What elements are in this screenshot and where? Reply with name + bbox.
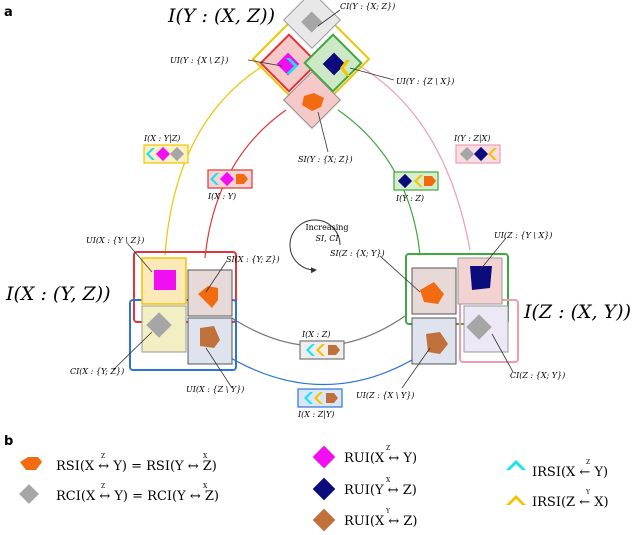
edge-box-xz: I(X : Z) bbox=[299, 330, 345, 360]
center-text-line2: SI, CI bbox=[315, 234, 339, 243]
legend-rui-xz-icon bbox=[312, 508, 336, 532]
arc-green bbox=[337, 109, 421, 256]
legend-rui-yz-over: X bbox=[386, 477, 391, 484]
legend-rsi-icon bbox=[20, 457, 42, 470]
left-rui-brown-icon bbox=[200, 326, 220, 348]
arc-yellow bbox=[164, 63, 267, 256]
label-right-big: I(Z : (X, Y)) bbox=[523, 301, 631, 323]
panel-label-a: a bbox=[4, 5, 13, 20]
top-rci-diamond-icon bbox=[301, 11, 323, 33]
edge-label-xz-given-y: I(X : Z|Y) bbox=[297, 410, 334, 419]
legend-irsi-zx-text: IRSI(Z ← X) bbox=[532, 495, 609, 510]
legend-rsi-over-1: Z bbox=[101, 453, 105, 460]
left-square-group bbox=[129, 251, 237, 371]
left-rsi-icon bbox=[198, 286, 218, 308]
right-square-group bbox=[405, 253, 519, 365]
label-ui-yx: UI(Y : {X \ Z}) bbox=[170, 56, 228, 65]
legend-rsi-text: RSI(X ↔ Y) = RSI(Y ↔ Z) bbox=[56, 459, 217, 474]
label-ui-xz: UI(X : {Z \ Y}) bbox=[186, 385, 244, 394]
left-rci-diamond-icon bbox=[146, 312, 172, 338]
legend-irsi-zx-over: Y bbox=[585, 489, 591, 496]
top-irsi-yellow-icon bbox=[340, 60, 350, 76]
legend-rci-over-2: X bbox=[203, 483, 208, 490]
label-ui-zx: UI(Z : {X \ Y}) bbox=[356, 391, 414, 400]
left-rui-magenta-icon bbox=[154, 270, 176, 290]
legend-irsi-xy-text: IRSI(X ← Y) bbox=[532, 465, 608, 480]
label-ui-yz: UI(Y : {Z \ X}) bbox=[396, 77, 454, 86]
center-text-line1: Increasing bbox=[305, 223, 348, 232]
edge-box-xy: I(X : Y) bbox=[207, 169, 253, 201]
label-si-y: SI(Y : {X; Z}) bbox=[298, 155, 353, 164]
label-si-z: SI(Z : {X; Y}) bbox=[330, 249, 385, 258]
right-rui-brown-icon bbox=[426, 332, 448, 354]
top-irsi-cyan-icon bbox=[286, 58, 298, 74]
edge-label-xy-given-z: I(X : Y|Z) bbox=[143, 134, 180, 143]
edge-label-yz-given-x: I(Y : Z|X) bbox=[453, 134, 490, 143]
edge-box-xz-given-y: I(X : Z|Y) bbox=[297, 388, 343, 419]
edge-label-yz: I(Y : Z) bbox=[395, 194, 424, 203]
right-rci-diamond-icon bbox=[466, 314, 492, 340]
legend-rci-text: RCI(X ↔ Y) = RCI(Y ↔ Z) bbox=[56, 489, 219, 504]
right-green-frame bbox=[405, 253, 509, 325]
legend-rui-xy-text: RUI(X ↔ Y) bbox=[344, 451, 417, 466]
right-rsi-icon bbox=[420, 282, 444, 304]
top-rsi-icon bbox=[302, 93, 324, 111]
legend-rui-xz-text: RUI(X ↔ Z) bbox=[344, 514, 417, 529]
label-left-big: I(X : (Y, Z)) bbox=[5, 283, 111, 305]
rotation-arrow-icon bbox=[289, 219, 341, 274]
edge-box-yz-given-x: I(Y : Z|X) bbox=[453, 134, 501, 164]
label-top-big: I(Y : (X, Z)) bbox=[167, 5, 275, 27]
legend-rui-yz-text: RUI(Y ↔ Z) bbox=[344, 483, 417, 498]
edge-box-xy-given-z: I(X : Y|Z) bbox=[143, 134, 189, 164]
leader-lines bbox=[112, 9, 514, 389]
legend-rui-yz-icon bbox=[312, 477, 336, 501]
label-ci-x: CI(X : {Y; Z}) bbox=[70, 367, 124, 376]
edge-label-xy: I(X : Y) bbox=[207, 192, 236, 201]
right-rui-navy-icon bbox=[470, 266, 492, 290]
legend-rci-over-1: Z bbox=[101, 483, 105, 490]
legend-irsi-zx-icon bbox=[506, 495, 526, 505]
legend: RSI(X ↔ Y) = RSI(Y ↔ Z) Z X RCI(X ↔ Y) =… bbox=[19, 445, 609, 532]
legend-rui-xy-icon bbox=[312, 445, 336, 469]
legend-irsi-xy-icon bbox=[506, 460, 526, 470]
label-ci-y: CI(Y : {X; Z}) bbox=[340, 2, 395, 11]
arc-pink bbox=[355, 63, 471, 251]
top-outer-yellow-frame bbox=[251, 0, 371, 119]
legend-rsi-over-2: X bbox=[203, 453, 208, 460]
legend-irsi-xy-over: Z bbox=[586, 459, 590, 466]
edge-box-yz: I(Y : Z) bbox=[393, 171, 439, 203]
legend-rui-xz-over: Y bbox=[385, 508, 391, 515]
panel-label-b: b bbox=[4, 434, 13, 449]
label-ui-xy: UI(X : {Y \ Z}) bbox=[86, 236, 144, 245]
label-si-x: SI(X : {Y; Z}) bbox=[226, 255, 280, 264]
legend-rci-icon bbox=[19, 484, 39, 504]
edge-label-xz: I(X : Z) bbox=[301, 330, 330, 339]
top-diamond-group bbox=[251, 0, 371, 129]
label-ci-z: CI(Z : {X; Y}) bbox=[510, 371, 565, 380]
legend-rui-xy-over: Z bbox=[386, 445, 390, 452]
label-ui-zy: UI(Z : {Y \ X}) bbox=[494, 231, 552, 240]
